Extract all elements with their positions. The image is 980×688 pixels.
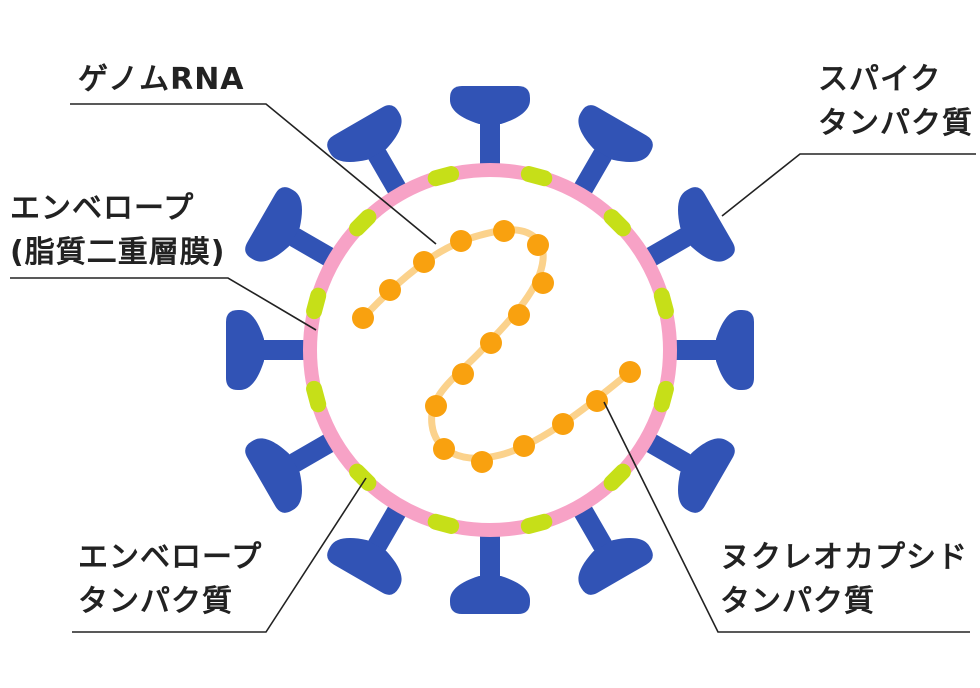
spike-head — [716, 310, 754, 390]
spike-stem — [258, 340, 318, 360]
rna-bead — [452, 363, 474, 385]
envelope-protein — [603, 209, 631, 237]
spike-head — [327, 538, 402, 595]
envelope-protein — [349, 463, 377, 491]
label-genome-rna-line1: ゲノムRNA — [78, 62, 245, 97]
envelope-protein — [653, 287, 674, 320]
label-envelope-line1: エンベロープ — [10, 191, 195, 226]
leader-line-genome-rna — [70, 103, 437, 245]
spike-head — [678, 438, 735, 513]
label-spike-protein-line1: スパイク — [818, 62, 942, 97]
envelope-protein — [427, 513, 460, 534]
spike-head — [226, 310, 264, 390]
rna-bead — [493, 220, 515, 242]
rna-bead — [513, 435, 535, 457]
envelope-protein — [427, 166, 460, 187]
envelope-protein — [306, 287, 327, 320]
envelope-proteins — [306, 166, 674, 534]
spike-protein — [662, 310, 754, 390]
spike-protein — [226, 310, 318, 390]
label-spike-protein: スパイク タンパク質 — [818, 58, 973, 146]
envelope-protein-capsule — [427, 166, 460, 187]
label-envelope-protein: エンベロープ タンパク質 — [78, 536, 262, 624]
rna-bead — [450, 230, 472, 252]
envelope-protein-capsule — [653, 287, 674, 320]
envelope-protein-capsule — [653, 380, 674, 413]
label-nucleocapsid-protein-line1: ヌクレオカプシド — [720, 540, 968, 575]
envelope-protein — [520, 513, 553, 534]
rna-strand — [359, 226, 634, 462]
spike-head — [578, 105, 653, 162]
rna-bead — [527, 234, 549, 256]
leader-lines — [10, 103, 976, 633]
spike-protein — [450, 522, 530, 614]
spike-head — [245, 438, 302, 513]
envelope-protein — [603, 463, 631, 491]
envelope-protein-capsule — [520, 166, 553, 187]
rna-bead — [480, 332, 502, 354]
rna-bead — [352, 307, 374, 329]
spike-stem — [480, 522, 500, 582]
spike-head — [450, 86, 530, 124]
label-nucleocapsid-protein: ヌクレオカプシド タンパク質 — [720, 536, 968, 624]
envelope-protein-capsule — [603, 463, 631, 491]
leader-line-envelope — [10, 277, 317, 331]
label-envelope-protein-line1: エンベロープ — [78, 540, 263, 575]
rna-bead — [425, 395, 447, 417]
label-genome-rna: ゲノムRNA — [78, 58, 245, 102]
label-envelope-protein-line2: タンパク質 — [78, 584, 233, 619]
rna-bead — [552, 413, 574, 435]
spike-stem — [480, 118, 500, 178]
label-nucleocapsid-protein-line2: タンパク質 — [720, 584, 875, 619]
leader-line-nucleocapsid — [603, 401, 970, 633]
envelope-protein — [653, 380, 674, 413]
rna-bead — [471, 451, 493, 473]
rna-bead — [379, 279, 401, 301]
envelope-protein — [520, 166, 553, 187]
envelope-protein-capsule — [306, 287, 327, 320]
leader-line-envelope-protein — [72, 477, 367, 633]
envelope-protein — [349, 209, 377, 237]
envelope-protein-capsule — [520, 513, 553, 534]
rna-bead — [413, 251, 435, 273]
spike-head — [450, 576, 530, 614]
leader-line-spike-protein — [721, 153, 976, 217]
envelope-protein-capsule — [349, 209, 377, 237]
spike-stem — [662, 340, 722, 360]
envelope-protein-capsule — [603, 209, 631, 237]
rna-bead — [508, 304, 530, 326]
label-spike-protein-line2: タンパク質 — [818, 106, 973, 141]
spike-head — [327, 105, 402, 162]
rna-bead — [532, 272, 554, 294]
spike-head — [245, 187, 302, 262]
rna-bead — [433, 438, 455, 460]
envelope-protein — [306, 380, 327, 413]
rna-bead — [619, 361, 641, 383]
envelope-protein-capsule — [427, 513, 460, 534]
genome-rna — [352, 220, 641, 473]
label-envelope: エンベロープ (脂質二重層膜) — [10, 187, 225, 275]
spike-head — [578, 538, 653, 595]
label-envelope-line2: (脂質二重層膜) — [10, 235, 226, 270]
rna-bead — [586, 390, 608, 412]
spike-protein — [450, 86, 530, 178]
envelope-protein-capsule — [306, 380, 327, 413]
envelope-protein-capsule — [349, 463, 377, 491]
spike-head — [678, 187, 735, 262]
